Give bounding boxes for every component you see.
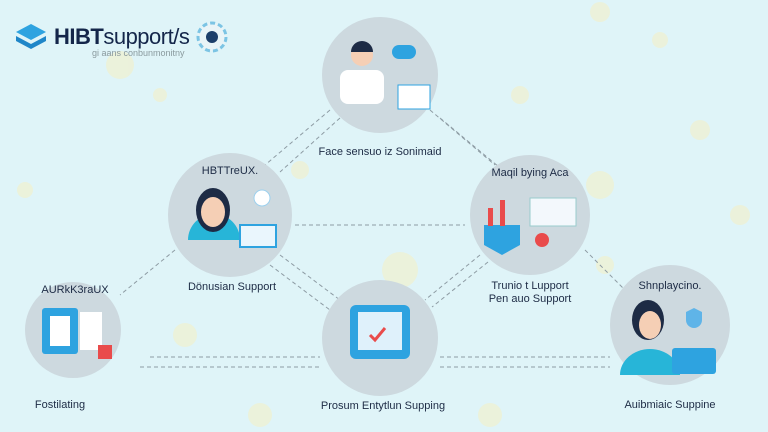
logo-suffix: support/s <box>103 24 190 49</box>
document-icon <box>42 308 112 359</box>
logo-cube-icon <box>16 24 46 49</box>
gear-icon <box>196 21 228 53</box>
support-woman-icon <box>188 188 277 248</box>
connector-lines <box>119 109 631 368</box>
node-bottom-right-title: Shnplaycino. <box>638 280 702 292</box>
agent-person-icon <box>340 41 431 110</box>
node-bottom-left-title: AURkK3raUX <box>41 284 109 296</box>
node-right-mid-caption-2: Pen auo Support <box>488 293 572 305</box>
node-top-caption: Face sensuo iz Sonimaid <box>318 146 442 158</box>
node-bottom-center-caption: Prosum Entytlun Supping <box>320 400 446 412</box>
logo-tagline: gi aans conbunmonitny <box>92 48 185 58</box>
node-bottom-left-caption: Fostilating <box>34 399 86 411</box>
background-decorations <box>17 2 750 427</box>
node-left-mid-caption: Dönusian Support <box>187 281 277 293</box>
node-right-mid-caption-1: Trunio t Lupport <box>491 280 569 292</box>
node-bottom-right-caption: Auibmiaic Suppine <box>624 399 716 411</box>
analytics-chart-icon <box>484 197 577 255</box>
node-right-mid-title: Maqil bying Aca <box>491 167 569 179</box>
monitor-checklist-icon <box>350 305 410 359</box>
logo-brand: HIBT <box>54 24 104 49</box>
brand-logo[interactable]: HIBTsupport/s <box>14 20 229 54</box>
support-laptop-person-icon <box>620 300 716 375</box>
node-left-mid-title: HBTTreUX. <box>201 165 259 177</box>
